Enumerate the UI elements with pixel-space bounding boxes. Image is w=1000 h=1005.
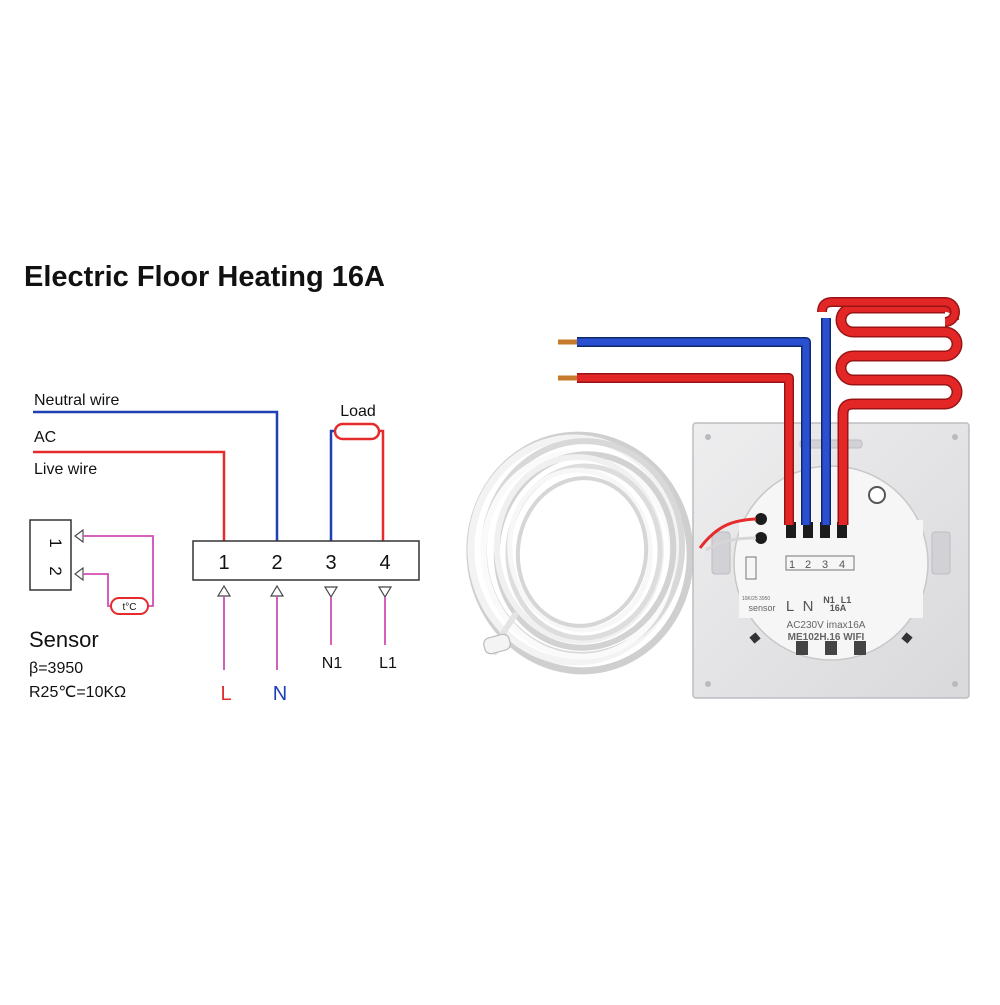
- load-neutral-wire: [329, 429, 336, 541]
- device-current: 16A: [830, 603, 847, 613]
- sensor-resistance: R25℃=10KΩ: [29, 684, 126, 701]
- schematic: Neutral wire AC Live wire Load 1 2 3 4 L…: [29, 392, 420, 705]
- sensor-wire-1: [83, 535, 154, 607]
- terminal-2-arrow-icon: [269, 584, 285, 597]
- sensor-title: Sensor: [29, 627, 99, 652]
- device-terminal-1: 1: [789, 559, 795, 571]
- device-rating: AC230V imax16A: [787, 620, 866, 631]
- load-live-wire: [378, 429, 385, 541]
- device-model: ME102H.16 WIFI: [788, 632, 865, 643]
- sensor-connector: [29, 519, 72, 591]
- device-label-l: L: [786, 598, 794, 615]
- live-wire-label: Live wire: [34, 461, 97, 478]
- terminal-3: 3: [325, 552, 336, 574]
- thermostat-device: 1 2 3 4 10K/25 3950 sensor L N N1 L1 16A…: [692, 422, 970, 699]
- sensor-pin-2-arrow-icon: [74, 566, 84, 582]
- device-label-n1: N1: [823, 595, 835, 605]
- neutral-wire: [33, 410, 279, 541]
- terminal-block: [192, 540, 420, 581]
- sensor-pin-1-arrow-icon: [74, 528, 84, 544]
- device-terminal-3: 3: [822, 559, 828, 571]
- device-terminal-4: 4: [839, 559, 845, 571]
- label-l: L: [220, 683, 231, 705]
- terminal-1-arrow-icon: [216, 584, 232, 597]
- device-terminal-2: 2: [805, 559, 811, 571]
- sensor-pin-2: 2: [46, 566, 65, 575]
- load-element: [333, 422, 381, 441]
- label-n: N: [273, 683, 287, 705]
- device-label-n: N: [803, 598, 814, 615]
- terminal-1: 1: [218, 552, 229, 574]
- heating-element-loop: [837, 304, 961, 525]
- neutral-wire-label: Neutral wire: [34, 392, 119, 409]
- load-label: Load: [340, 403, 376, 420]
- device-sensor-spec: 10K/25 3950: [742, 596, 771, 602]
- sensor-wire-2: [83, 573, 112, 607]
- label-n1: N1: [322, 655, 343, 672]
- thermistor: [110, 597, 149, 615]
- device-label-l1: L1: [841, 595, 852, 605]
- sensor-cable-coil: [466, 431, 694, 675]
- sensor-pin-1: 1: [46, 538, 65, 547]
- sensor-probe: [483, 633, 511, 655]
- live-wire: [33, 450, 226, 541]
- terminal-3-arrow-icon: [323, 586, 339, 599]
- ac-label: AC: [34, 429, 56, 446]
- device-wires: [558, 297, 963, 525]
- thermistor-label: t°C: [123, 602, 137, 613]
- terminal-2: 2: [271, 552, 282, 574]
- sensor-beta: β=3950: [29, 660, 83, 677]
- terminal-4: 4: [379, 552, 390, 574]
- label-l1: L1: [379, 655, 397, 672]
- page-title: Electric Floor Heating 16A: [24, 261, 385, 293]
- terminal-4-arrow-icon: [377, 586, 393, 599]
- device-sensor-text: sensor: [748, 603, 775, 613]
